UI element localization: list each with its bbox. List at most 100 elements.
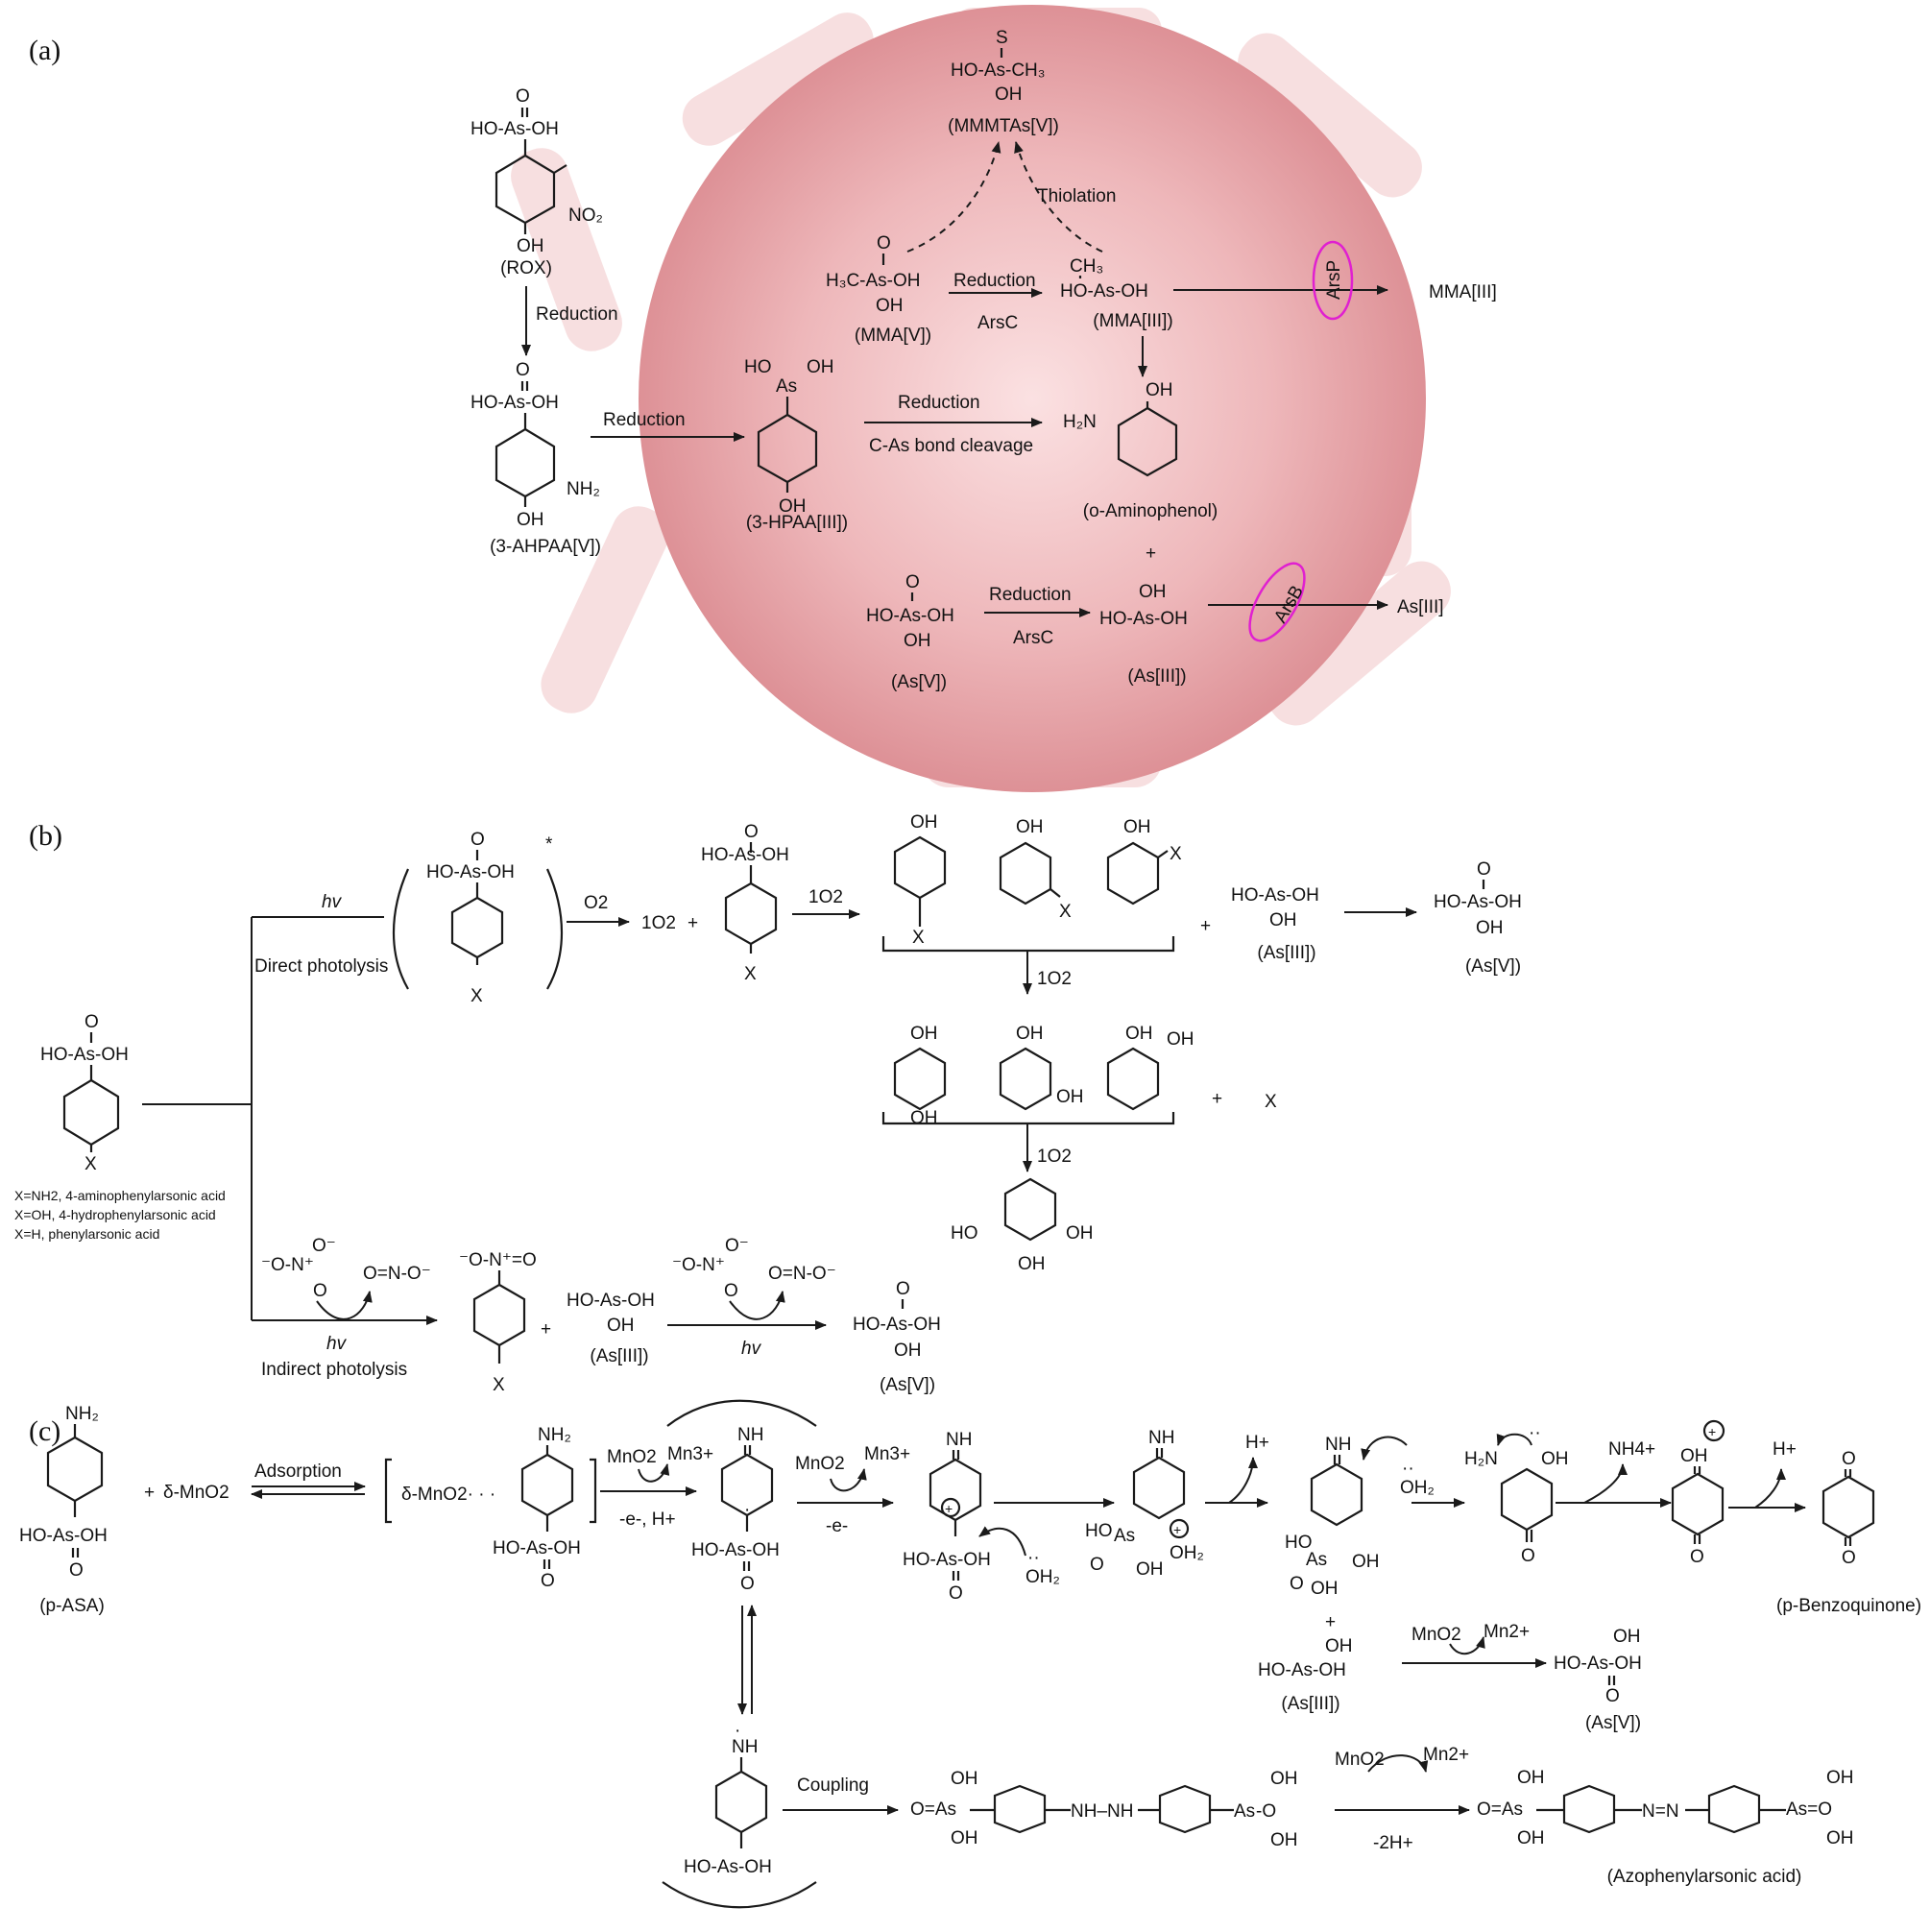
label-thiolation: Thiolation — [1037, 186, 1116, 206]
label-hv-2: hv — [326, 1334, 348, 1354]
svg-text:O: O — [877, 233, 891, 254]
label-singlet-4: 1O2 — [1037, 1147, 1072, 1167]
svg-text:X: X — [1059, 902, 1072, 922]
svg-text:NO₂: NO₂ — [568, 205, 603, 226]
svg-text:OH: OH — [1139, 582, 1167, 602]
svg-text:HO-As-OH: HO-As-OH — [1099, 609, 1188, 629]
svg-text:+: + — [945, 1501, 953, 1516]
label-arsc-2: ArsC — [1013, 628, 1053, 648]
svg-text:··: ·· — [1027, 1548, 1040, 1568]
svg-text:·: · — [744, 1500, 750, 1520]
as3-structure-b: HO-As-OH OH — [1231, 885, 1319, 930]
plus-a: + — [1146, 543, 1156, 564]
svg-text:OH: OH — [910, 1108, 938, 1128]
svg-text:HO-As-OH: HO-As-OH — [684, 1857, 772, 1877]
svg-text:O: O — [1690, 1547, 1704, 1567]
svg-text:O⁻: O⁻ — [725, 1236, 749, 1256]
phenylarsonic-start: O HO-As-OH X — [40, 1012, 129, 1174]
svg-text:X: X — [744, 964, 757, 984]
svg-text:O: O — [896, 1279, 910, 1299]
label-nh4: NH4+ — [1608, 1439, 1655, 1460]
label-mn3-2: Mn3+ — [864, 1444, 910, 1464]
svg-text:HO-As-OH: HO-As-OH — [1060, 281, 1148, 302]
svg-text:O: O — [744, 822, 759, 842]
label-as3-b: (As[III]) — [1257, 943, 1315, 963]
plus-b4: + — [541, 1319, 551, 1340]
svg-text:O: O — [541, 1571, 555, 1591]
label-hv-1: hv — [322, 892, 343, 912]
svg-text:O: O — [949, 1583, 963, 1604]
svg-text:HO-As-OH: HO-As-OH — [903, 1550, 991, 1570]
label-azo: (Azophenylarsonic acid) — [1607, 1867, 1802, 1887]
as5-structure-d: OH HO-As-OH O — [1554, 1627, 1642, 1706]
svg-text:O: O — [1090, 1555, 1104, 1575]
cation-intermediate: NH + HO-As-OH O OH₂ ·· — [903, 1430, 1060, 1604]
svg-text:HO-As-OH: HO-As-OH — [1554, 1654, 1642, 1674]
svg-text:⁻O-N⁺: ⁻O-N⁺ — [672, 1255, 725, 1275]
svg-text:OH: OH — [1167, 1029, 1194, 1050]
svg-text:NH: NH — [946, 1430, 972, 1450]
label-mno2-3: MnO2 — [1411, 1625, 1461, 1645]
label-reduction-4: Reduction — [953, 271, 1036, 291]
label-complex: δ-MnO2· · · — [401, 1485, 495, 1505]
legend-oh: X=OH, 4-hydrophenylarsonic acid — [14, 1207, 216, 1222]
label-as5-b: (As[V]) — [1465, 956, 1521, 977]
svg-text:HO-As-OH: HO-As-OH — [493, 1538, 581, 1558]
svg-text:OH₂: OH₂ — [1025, 1567, 1060, 1587]
nitrate-ions-1: O⁻ ⁻O-N⁺ O O=N-O⁻ — [261, 1236, 431, 1320]
label-mno2-2: MnO2 — [795, 1454, 845, 1474]
svg-text:As: As — [1234, 1801, 1255, 1822]
svg-text:O=N-O⁻: O=N-O⁻ — [363, 1264, 431, 1284]
catechol: OH OH — [1106, 1024, 1194, 1111]
benzoquinone-structure: O O — [1821, 1449, 1875, 1568]
hydrazo-dimer: OH O=As OH NH–NH OH As -O OH — [910, 1769, 1298, 1850]
svg-text:HO: HO — [744, 357, 772, 377]
svg-text:O: O — [516, 360, 530, 380]
svg-text:HO-As-OH: HO-As-OH — [40, 1045, 129, 1065]
svg-text:O: O — [313, 1281, 327, 1301]
arsb-transporter — [1248, 562, 1306, 642]
label-mn2-1: Mn2+ — [1484, 1622, 1530, 1642]
svg-text:O: O — [84, 1012, 99, 1032]
nitrogen-radical: · NH HO-As-OH — [684, 1721, 772, 1877]
label-cleavage: C-As bond cleavage — [869, 436, 1033, 456]
svg-text:X: X — [912, 928, 925, 948]
svg-text:OH: OH — [1680, 1446, 1708, 1466]
svg-text:OH: OH — [1613, 1627, 1641, 1647]
svg-text:As: As — [776, 376, 797, 397]
label-direct-photolysis: Direct photolysis — [254, 956, 388, 977]
svg-text:O: O — [1842, 1449, 1856, 1469]
plus-b2: + — [1200, 916, 1211, 936]
pyrogallol: HO OH OH — [951, 1177, 1094, 1274]
nitrobenzene-x: ⁻O-N⁺=O X — [459, 1250, 537, 1395]
legend-nh2: X=NH2, 4-aminophenylarsonic acid — [14, 1188, 226, 1203]
label-as3-a: (As[III]) — [1127, 666, 1186, 687]
label-mn2-2: Mn2+ — [1423, 1745, 1469, 1765]
svg-text:O: O — [724, 1281, 738, 1301]
oxonium-quinone: + OH O — [1671, 1419, 1725, 1567]
svg-text:OH: OH — [517, 236, 544, 256]
svg-text:OH: OH — [1270, 1769, 1298, 1789]
svg-text:X: X — [493, 1375, 505, 1395]
svg-text:O: O — [905, 572, 920, 592]
svg-text:-O: -O — [1256, 1801, 1276, 1822]
legend-h: X=H, phenylarsonic acid — [14, 1226, 159, 1242]
svg-text:S: S — [996, 28, 1008, 48]
as5-structure-b: O HO-As-OH OH — [1434, 859, 1522, 938]
panel-label-c: (c) — [29, 1415, 60, 1447]
svg-text:OH: OH — [1136, 1559, 1164, 1580]
svg-text:HO-As-OH: HO-As-OH — [426, 862, 515, 882]
cell-body — [639, 5, 1426, 792]
svg-text:HO: HO — [951, 1223, 978, 1244]
svg-text:HO-As-OH: HO-As-OH — [701, 845, 789, 865]
svg-text:OH: OH — [1826, 1828, 1854, 1848]
svg-text:OH: OH — [1541, 1449, 1569, 1469]
svg-text:As: As — [1306, 1550, 1327, 1570]
label-reduction-3: Reduction — [898, 393, 980, 413]
svg-text:OH: OH — [1270, 1830, 1298, 1850]
svg-text:OH: OH — [1517, 1828, 1545, 1848]
as3-structure-d: OH HO-As-OH — [1258, 1636, 1353, 1680]
svg-text:X: X — [470, 986, 483, 1006]
svg-text:O⁻: O⁻ — [312, 1236, 336, 1256]
